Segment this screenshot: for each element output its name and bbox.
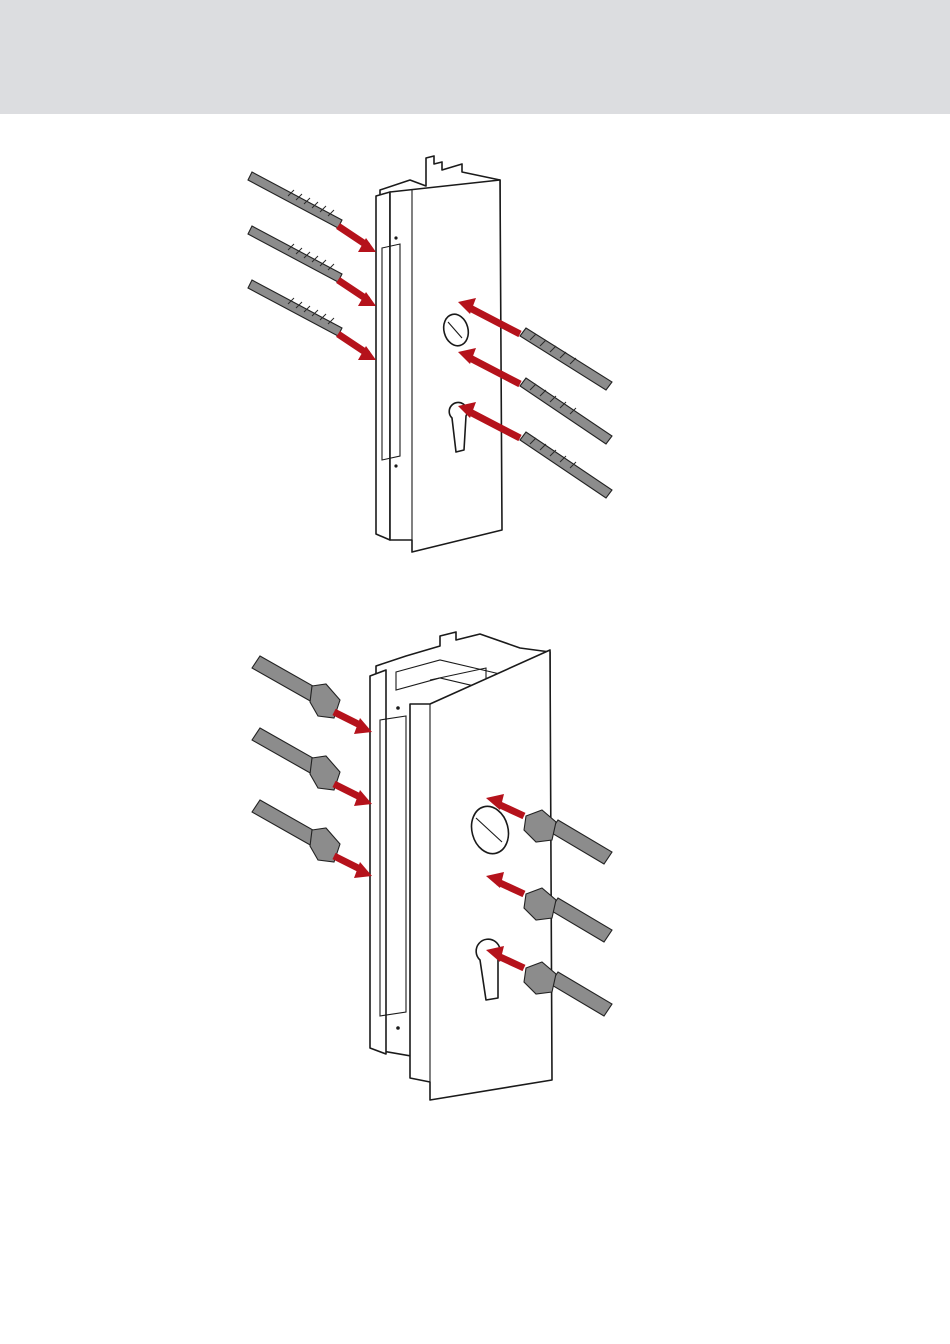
drilling-illustration (230, 150, 630, 560)
door-profile (376, 156, 502, 552)
countersink-bit (252, 728, 372, 806)
countersinking-illustration (230, 620, 630, 1110)
countersink-bit (252, 800, 372, 878)
left-drills (248, 172, 376, 360)
countersink-bit (252, 656, 372, 734)
header-band (0, 0, 950, 114)
left-countersinks (252, 656, 372, 878)
door-profile (370, 632, 552, 1100)
